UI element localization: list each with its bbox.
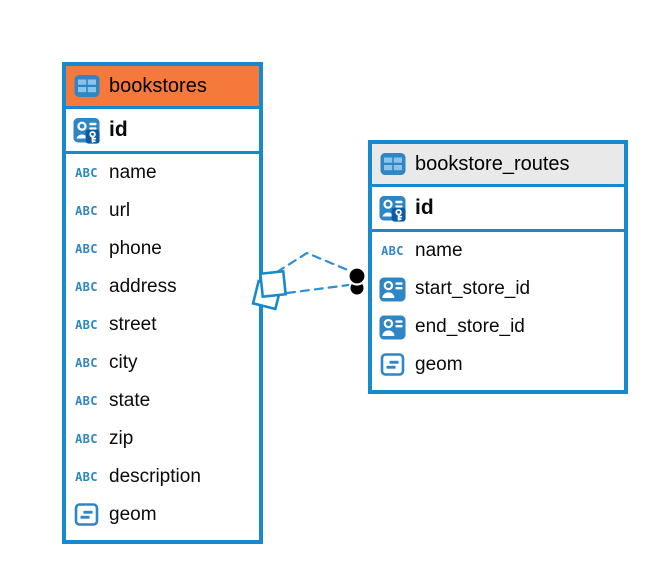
column-name: city — [109, 352, 138, 373]
column-name: description — [109, 466, 201, 487]
text-type-icon: ABC — [75, 242, 98, 256]
table-title: bookstore_routes — [415, 152, 570, 175]
column-row-url[interactable]: ABC url — [66, 192, 259, 230]
column-row-geom[interactable]: geom — [372, 346, 624, 384]
column-row-id[interactable]: id — [66, 109, 259, 154]
column-row-state[interactable]: ABC state — [66, 382, 259, 420]
column-row-zip[interactable]: ABC zip — [66, 420, 259, 458]
column-name: street — [109, 314, 157, 335]
column-row-phone[interactable]: ABC phone — [66, 230, 259, 268]
column-row-address[interactable]: ABC address — [66, 268, 259, 306]
column-row-start_store_id[interactable]: start_store_id — [372, 270, 624, 308]
column-name: address — [109, 276, 177, 297]
column-name: phone — [109, 238, 162, 259]
column-name: start_store_id — [415, 278, 531, 299]
table-icon — [379, 152, 406, 176]
relationship-line-upper[interactable] — [275, 251, 352, 274]
text-type-icon: ABC — [75, 166, 98, 180]
column-name: id — [109, 118, 128, 141]
column-row-name[interactable]: ABC name — [66, 154, 259, 192]
column-name: name — [415, 240, 463, 261]
table-title: bookstores — [109, 74, 207, 97]
column-name: id — [415, 196, 434, 219]
column-row-end_store_id[interactable]: end_store_id — [372, 308, 624, 346]
text-type-icon: ABC — [75, 432, 98, 446]
relationship-target-marker[interactable] — [347, 266, 367, 297]
column-row-street[interactable]: ABC street — [66, 306, 259, 344]
column-row-geom[interactable]: geom — [66, 496, 259, 534]
geometry-icon — [73, 502, 100, 528]
primary-key-icon — [73, 117, 100, 144]
column-row-name[interactable]: ABC name — [372, 232, 624, 270]
column-name: geom — [415, 354, 463, 375]
column-row-city[interactable]: ABC city — [66, 344, 259, 382]
text-type-icon: ABC — [75, 394, 98, 408]
primary-key-icon — [379, 195, 406, 222]
column-name: url — [109, 200, 131, 221]
column-row-description[interactable]: ABC description — [66, 458, 259, 496]
table-header[interactable]: bookstore_routes — [372, 144, 624, 187]
text-type-icon: ABC — [75, 356, 98, 370]
column-name: end_store_id — [415, 316, 525, 337]
column-row-id[interactable]: id — [372, 187, 624, 232]
text-type-icon: ABC — [75, 318, 98, 332]
table-icon — [73, 74, 100, 98]
column-name: name — [109, 162, 157, 183]
relationship-line-lower[interactable] — [285, 283, 351, 295]
column-name: state — [109, 390, 151, 411]
reference-icon — [379, 314, 406, 341]
geometry-icon — [379, 352, 406, 378]
column-name: zip — [109, 428, 134, 449]
text-type-icon: ABC — [381, 244, 404, 258]
reference-icon — [379, 276, 406, 303]
text-type-icon: ABC — [75, 470, 98, 484]
column-name: geom — [109, 504, 157, 525]
text-type-icon: ABC — [75, 280, 98, 294]
table-header[interactable]: bookstores — [66, 66, 259, 109]
text-type-icon: ABC — [75, 204, 98, 218]
